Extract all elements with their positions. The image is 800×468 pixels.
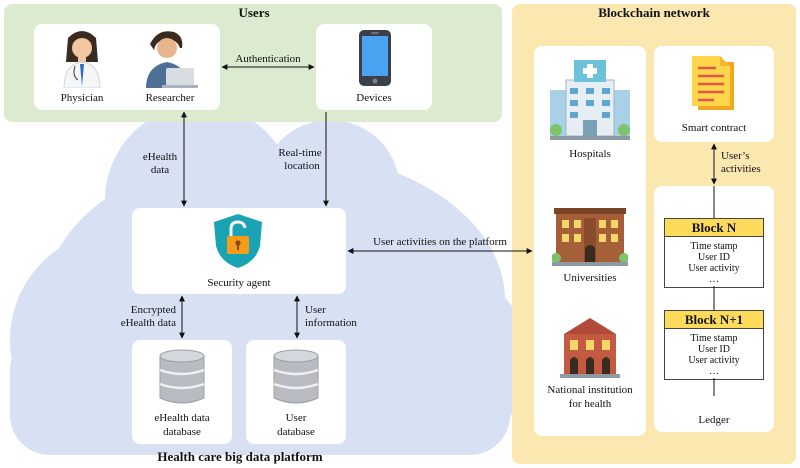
security-agent-label: Security agent: [207, 277, 271, 289]
block-n1-line: User activity: [688, 355, 740, 366]
block-n-line: User ID: [698, 252, 730, 263]
block-n-title: Block N: [665, 219, 763, 237]
platform-title: Health care big data platform: [157, 449, 323, 464]
national-institution-label-2: for health: [568, 398, 612, 410]
hospitals-label: Hospitals: [569, 148, 611, 160]
smartphone-icon: [359, 30, 391, 86]
researcher-label: Researcher: [145, 92, 195, 104]
users-title: Users: [238, 5, 270, 20]
ehealth-data-label-1: eHealth: [142, 151, 178, 163]
block-n-line: Time stamp: [690, 241, 738, 252]
realtime-location-label-2: location: [284, 160, 320, 172]
contract-document-icon: [692, 56, 734, 110]
users-activities-label-1: User’s: [721, 150, 750, 162]
encrypted-data-label-2: eHealth data: [120, 317, 176, 329]
hospital-icon: [550, 60, 630, 140]
database-icon: [159, 349, 205, 404]
devices-card: Devices: [316, 24, 432, 110]
block-n-line: …: [709, 274, 719, 285]
smart-contract-card: Smart contract: [654, 46, 774, 142]
security-agent-card: Security agent: [132, 208, 346, 294]
authentication-label: Authentication: [235, 53, 301, 65]
user-db-label-2: database: [277, 426, 315, 438]
block-n1-line: Time stamp: [690, 333, 738, 344]
ehealth-data-label-2: data: [150, 164, 170, 176]
block-n1-title: Block N+1: [665, 311, 763, 329]
security-shield-icon: [214, 214, 262, 268]
university-icon: [552, 208, 628, 266]
physician-label: Physician: [60, 92, 104, 104]
user-information-label-2: information: [305, 317, 357, 329]
blockchain-title: Blockchain network: [598, 5, 710, 20]
block-n: Block N Time stamp User ID User activity…: [664, 218, 764, 288]
block-n-line: User activity: [688, 263, 740, 274]
block-n1-line: …: [709, 366, 719, 377]
encrypted-data-label-1: Encrypted: [130, 304, 176, 316]
national-institution-label-1: National institution: [547, 384, 633, 396]
ledger-label: Ledger: [698, 414, 730, 426]
users-card: Physician Researcher: [34, 24, 220, 110]
universities-label: Universities: [563, 272, 617, 284]
block-n1-line: User ID: [698, 344, 730, 355]
smart-contract-label: Smart contract: [681, 122, 747, 134]
users-activities-label-2: activities: [721, 163, 761, 175]
ehealth-db-card: eHealth data database: [132, 340, 232, 444]
institutions-card: Hospitals Universities National institut…: [534, 46, 646, 436]
ehealth-db-label-2: database: [163, 426, 201, 438]
user-information-label-1: User: [305, 304, 326, 316]
user-activities-label: User activities on the platform: [373, 236, 507, 248]
realtime-location-label-1: Real-time: [278, 147, 322, 159]
devices-label: Devices: [356, 92, 392, 104]
physician-icon: [63, 31, 101, 88]
user-db-card: User database: [246, 340, 346, 444]
researcher-icon: [146, 31, 198, 88]
ehealth-db-label-1: eHealth data: [154, 412, 210, 424]
national-institution-icon: [560, 318, 620, 378]
user-db-label-1: User: [285, 412, 307, 424]
database-icon: [273, 349, 319, 404]
